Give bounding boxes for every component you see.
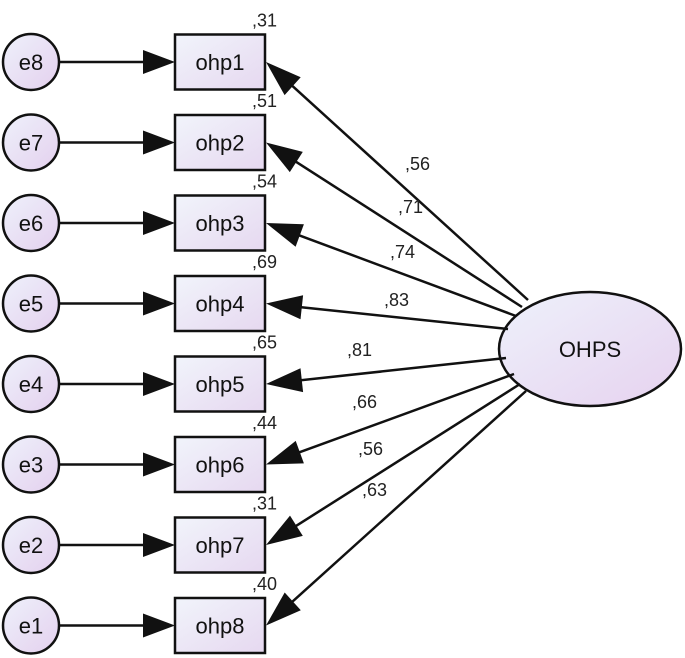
indicator-box <box>173 113 267 172</box>
loading-label: ,83 <box>384 290 409 310</box>
loading-path-line <box>289 372 515 457</box>
indicator-box <box>173 435 267 494</box>
r-squared-label: ,65 <box>252 333 277 353</box>
error-path-arrowhead <box>143 291 175 316</box>
indicator-label: ohp6 <box>196 453 245 478</box>
error-path-arrowhead <box>143 533 175 557</box>
loading-path-line <box>287 382 521 533</box>
indicator-label: ohp2 <box>196 131 245 156</box>
indicator-box <box>173 274 267 333</box>
latent-factor: OHPS <box>497 290 683 408</box>
indicator-label: ohp3 <box>196 211 245 236</box>
error-term-label: e2 <box>19 533 43 558</box>
loading-label: ,71 <box>398 197 423 217</box>
indicator-box <box>173 194 267 252</box>
error-term-label: e1 <box>19 614 43 639</box>
indicator-box <box>173 596 267 655</box>
loading-label: ,63 <box>362 480 387 500</box>
r-squared-label: ,31 <box>252 11 277 31</box>
indicator-label: ohp7 <box>196 533 245 558</box>
loading-path-line <box>289 230 517 318</box>
indicator-label: ohp4 <box>196 292 245 317</box>
loading-label: ,66 <box>352 392 377 412</box>
r-squared-label: ,54 <box>252 172 277 192</box>
r-squared-label: ,40 <box>252 574 277 594</box>
latent-factor-ellipse <box>497 290 683 408</box>
loading-path-arrowhead <box>266 295 304 320</box>
indicator-label: ohp8 <box>196 614 245 639</box>
loading-label: ,56 <box>358 439 383 459</box>
loading-path-arrowhead <box>266 368 304 393</box>
indicator-box <box>173 33 267 91</box>
loading-path-arrowhead <box>266 223 304 247</box>
error-term-label: e3 <box>19 453 43 478</box>
loading-path-arrowhead <box>266 142 303 173</box>
r-squared-label: ,31 <box>252 494 277 514</box>
loading-path-arrowhead <box>266 62 301 96</box>
indicator-group: e8 ohp1 ,31 ,56 e7 ohp2 ,51 ,71 e6 ohp3 ,54 ,74 e5 oh… <box>1 11 529 655</box>
loading-label: ,81 <box>347 340 372 360</box>
latent-factor-label: OHPS <box>559 337 621 362</box>
error-path-arrowhead <box>143 130 175 155</box>
loading-path-arrowhead <box>266 515 303 545</box>
error-path-arrowhead <box>143 372 175 396</box>
error-term-label: e4 <box>19 372 43 397</box>
loading-path-line <box>284 390 527 610</box>
indicator-label: ohp5 <box>196 372 245 397</box>
error-term-label: e7 <box>19 131 43 156</box>
r-squared-label: ,69 <box>252 252 277 272</box>
error-term-label: e6 <box>19 211 43 236</box>
loading-path-arrowhead <box>266 440 304 465</box>
indicator-box <box>173 516 267 574</box>
error-path-arrowhead <box>143 211 175 235</box>
loading-path-arrowhead <box>266 592 301 626</box>
error-path-arrowhead <box>143 50 175 74</box>
loading-path-line <box>291 356 507 383</box>
loading-path-line <box>291 304 509 331</box>
r-squared-label: ,44 <box>252 413 277 433</box>
loading-label: ,56 <box>405 154 430 174</box>
loading-path-line <box>284 78 529 301</box>
indicator-label: ohp1 <box>196 50 245 75</box>
indicator-box <box>173 355 267 413</box>
r-squared-label: ,51 <box>252 91 277 111</box>
error-path-arrowhead <box>143 452 175 477</box>
error-term-label: e5 <box>19 292 43 317</box>
loading-label: ,74 <box>390 242 415 262</box>
error-term-label: e8 <box>19 50 43 75</box>
loading-path-line <box>287 155 523 309</box>
error-path-arrowhead <box>143 613 175 638</box>
